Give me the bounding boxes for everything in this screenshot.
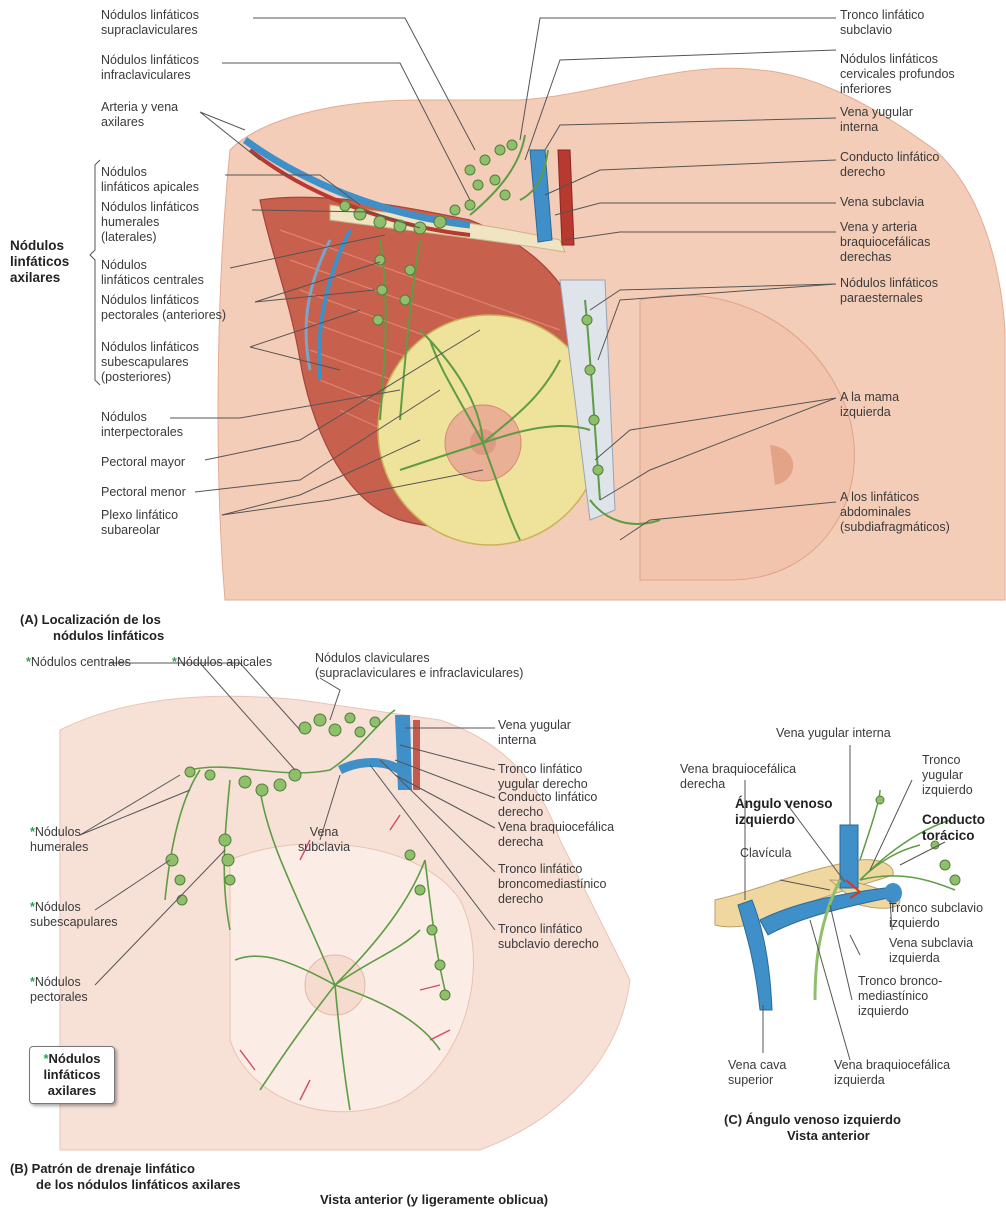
caption-c-line2: Vista anterior (787, 1128, 870, 1144)
label-clavicle-c: Clavícula (740, 846, 791, 861)
label-bronco-b: Tronco linfático broncomediastínico dere… (498, 862, 606, 907)
label-brachio-right-c: Vena braquiocefálica derecha (680, 762, 796, 792)
label-pectoralis-major: Pectoral mayor (101, 455, 185, 470)
axillary-bracket (90, 160, 100, 385)
label-thoracic-duct-c: Conducto torácico (922, 812, 985, 844)
label-right-duct-b: Conducto linfático derecho (498, 790, 597, 820)
label-jugular-c: Vena yugular interna (776, 726, 891, 741)
label-subscapular-nodes-b: *Nódulos subescapulares (30, 900, 118, 930)
label-subscapular-nodes: Nódulos linfáticos subescapulares (poste… (101, 340, 199, 385)
label-supraclavicular-nodes: Nódulos linfáticos supraclaviculares (101, 8, 199, 38)
label-central-nodes: Nódulos linfáticos centrales (101, 258, 204, 288)
label-brachiocephalic: Vena y arteria braquiocefálicas derechas (840, 220, 930, 265)
label-subareolar-plexus: Plexo linfático subareolar (101, 508, 178, 538)
caption-a-line1: (A) Localización de los (20, 612, 161, 628)
subclavian-c (884, 883, 902, 903)
label-interpectoral-nodes: Nódulos interpectorales (101, 410, 183, 440)
label-central-nodes-b: *Nódulos centrales (26, 655, 131, 670)
label-humeral-nodes-b: *Nódulos humerales (30, 825, 88, 855)
label-subclavian-vein-b: Vena subclavia (298, 825, 350, 855)
label-apical-nodes: Nódulos linfáticos apicales (101, 165, 199, 195)
label-subclavian-trunk: Tronco linfático subclavio (840, 8, 924, 38)
label-jugular-b: Vena yugular interna (498, 718, 571, 748)
label-right-lymphatic-duct: Conducto linfático derecho (840, 150, 939, 180)
label-to-left-breast: A la mama izquierda (840, 390, 899, 420)
label-pectoral-nodes-b: *Nódulos pectorales (30, 975, 88, 1005)
caption-a-line2: nódulos linfáticos (53, 628, 164, 644)
caption-b-line2: de los nódulos linfáticos axilares (36, 1177, 240, 1193)
label-subclavian-trunk-b: Tronco linfático subclavio derecho (498, 922, 599, 952)
label-to-abdominal: A los linfáticos abdominales (subdiafrag… (840, 490, 950, 535)
label-parasternal-nodes: Nódulos linfáticos paraesternales (840, 276, 938, 306)
label-internal-jugular: Vena yugular interna (840, 105, 913, 135)
artery-b (413, 720, 420, 790)
label-subclavian-trunk-c: Tronco subclavio izquierdo (889, 901, 983, 931)
label-axillary-artery-vein: Arteria y vena axilares (101, 100, 178, 130)
label-pectoralis-minor: Pectoral menor (101, 485, 186, 500)
label-brachio-b: Vena braquiocefálica derecha (498, 820, 614, 850)
label-brachio-left-c: Vena braquiocefálica izquierda (834, 1058, 950, 1088)
label-jugular-trunk-c: Tronco yugular izquierdo (922, 753, 973, 798)
label-apical-nodes-b: *Nódulos apicales (172, 655, 272, 670)
label-deep-cervical-nodes: Nódulos linfáticos cervicales profundos … (840, 52, 955, 97)
label-axillary-group: Nódulos linfáticos axilares (10, 238, 69, 286)
label-subclavian-vein-c: Vena subclavia izquierda (889, 936, 973, 966)
caption-b-line1: (B) Patrón de drenaje linfático (10, 1161, 195, 1177)
label-subclavian-vein: Vena subclavia (840, 195, 924, 210)
label-vena-cava-c: Vena cava superior (728, 1058, 786, 1088)
label-bronco-trunk-c: Tronco bronco- mediastínico izquierdo (858, 974, 942, 1019)
label-pectoral-nodes: Nódulos linfáticos pectorales (anteriore… (101, 293, 226, 323)
label-clavicular-nodes-b: Nódulos claviculares (supraclaviculares … (315, 651, 523, 681)
label-jugular-trunk-b: Tronco linfático yugular derecho (498, 762, 588, 792)
label-humeral-nodes: Nódulos linfáticos humerales (laterales) (101, 200, 199, 245)
caption-c-line1: (C) Ángulo venoso izquierdo (724, 1112, 901, 1128)
axillary-nodes-box: *Nódulos linfáticos axilares (29, 1046, 115, 1104)
label-venous-angle-c: Ángulo venoso izquierdo (735, 796, 833, 828)
label-infraclavicular-nodes: Nódulos linfáticos infraclaviculares (101, 53, 199, 83)
footer-caption: Vista anterior (y ligeramente oblicua) (320, 1192, 548, 1208)
